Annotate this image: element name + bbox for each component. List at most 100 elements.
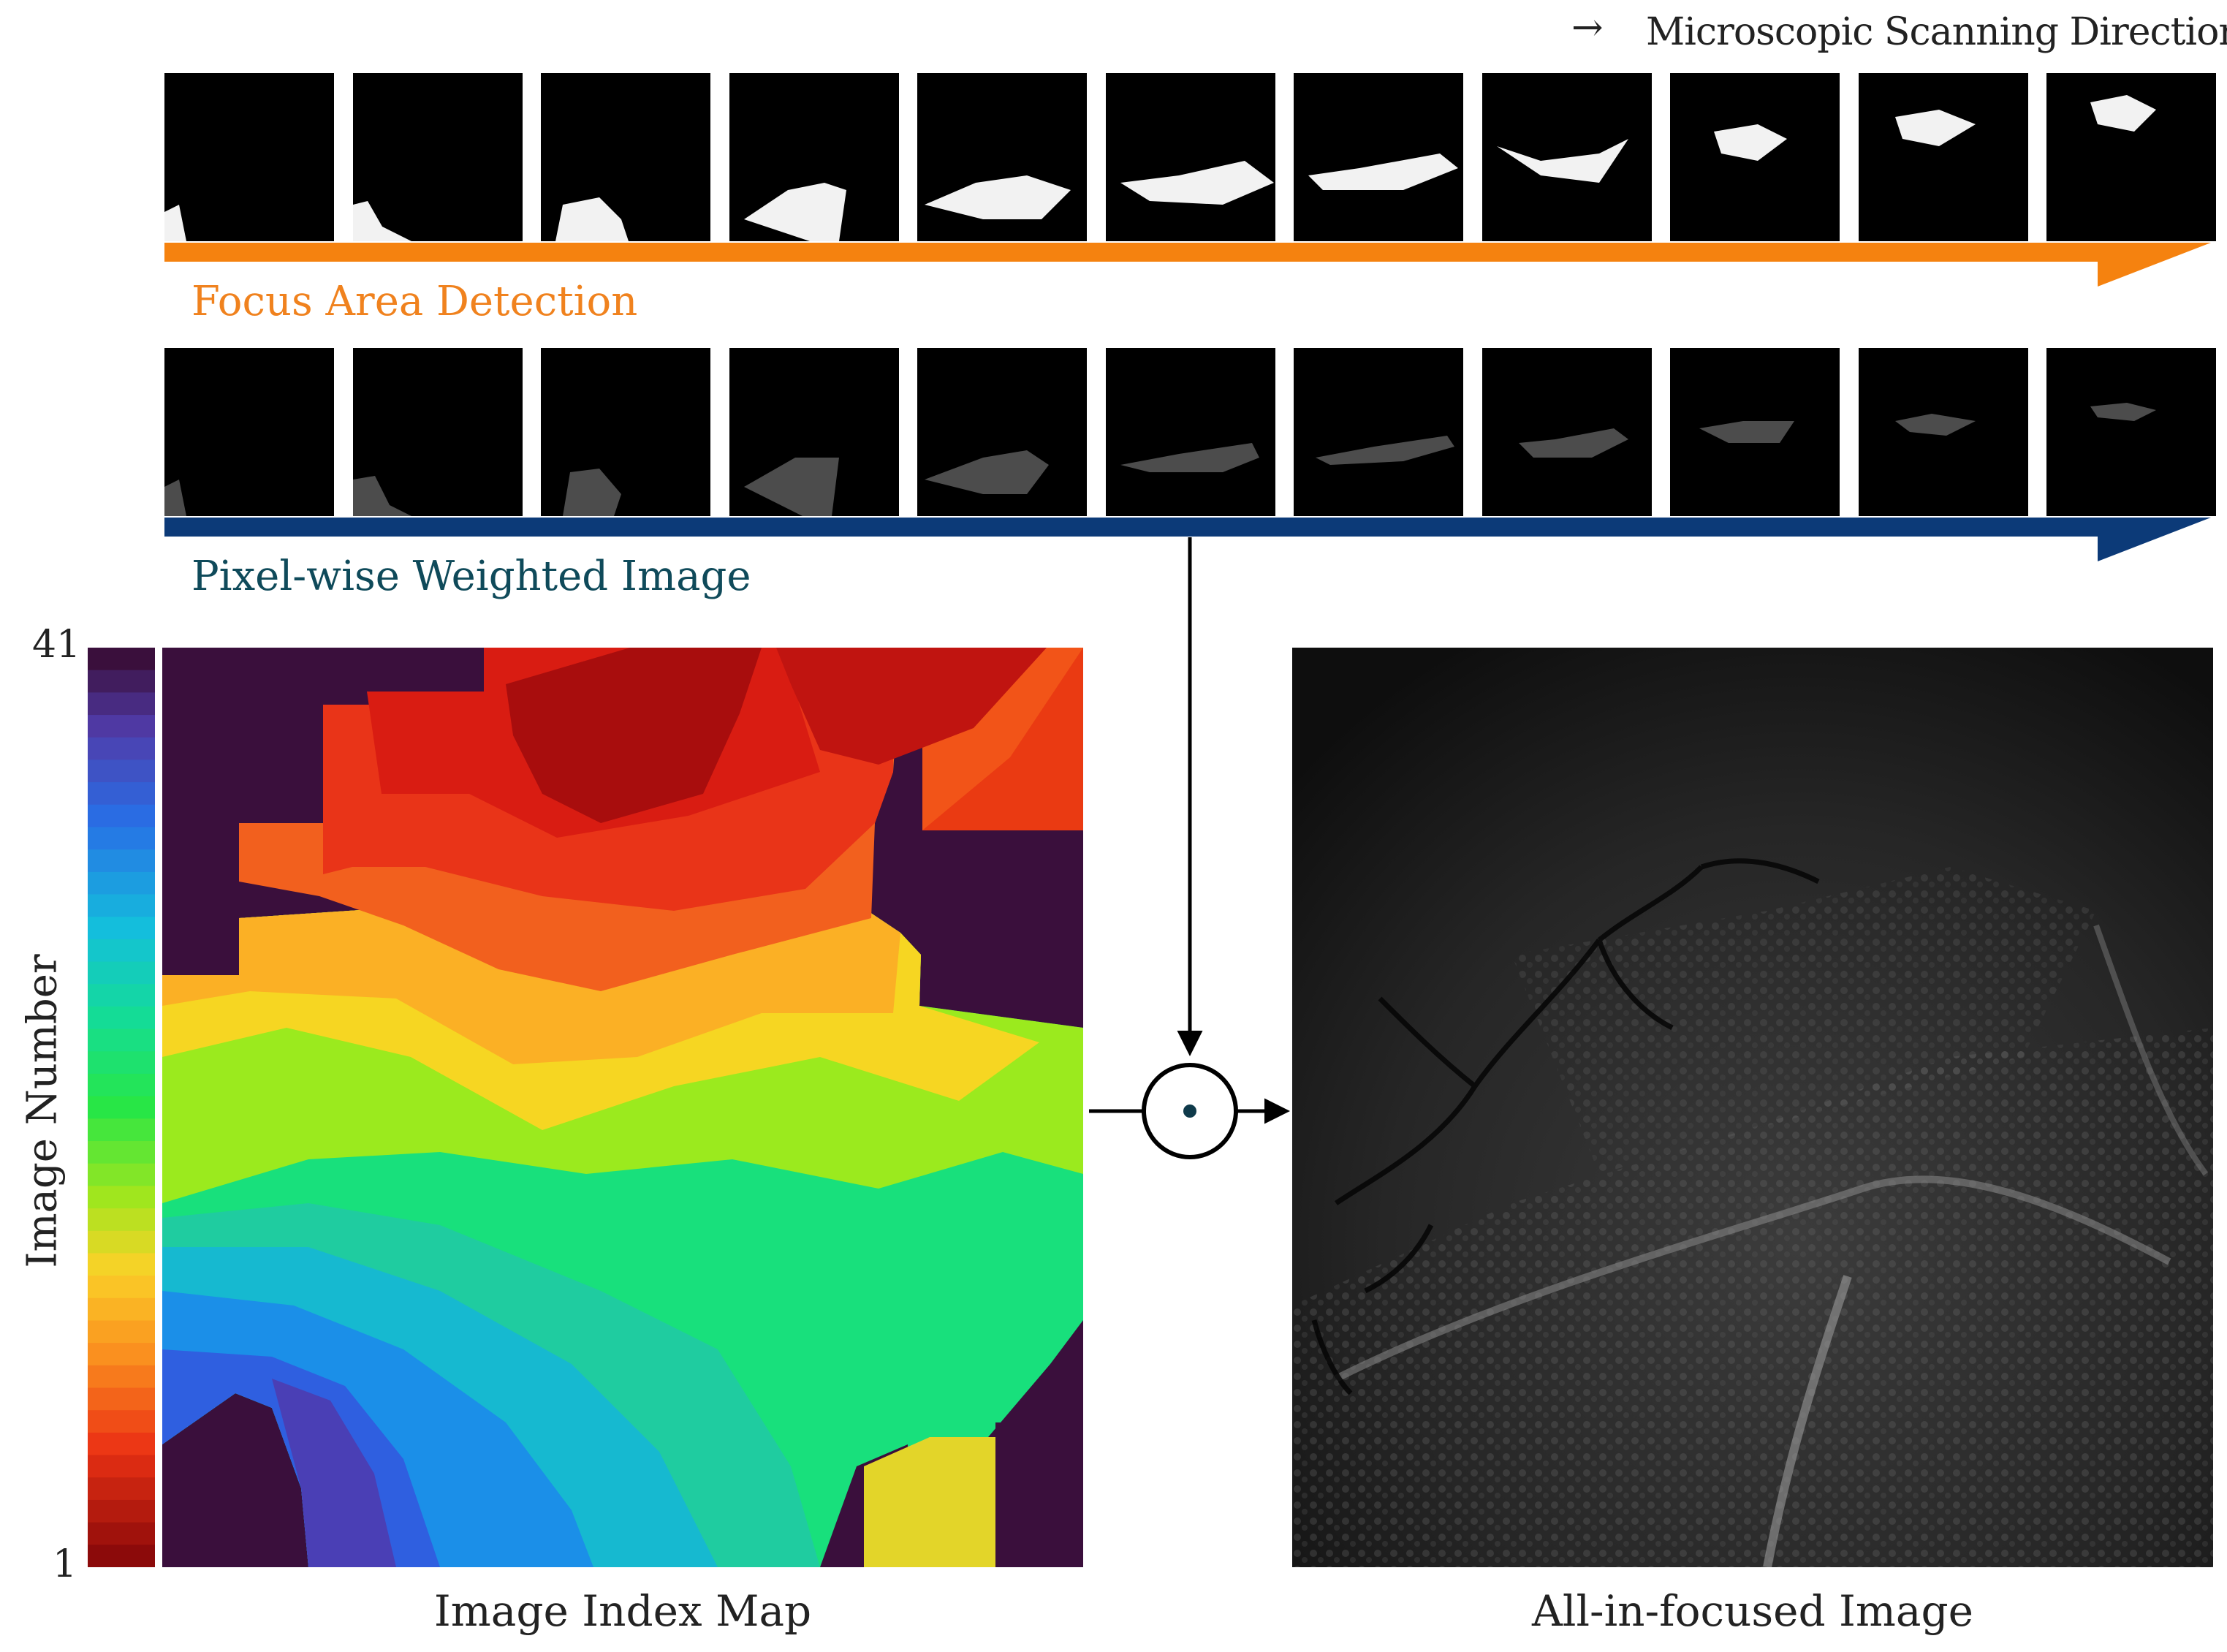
focus-area-tile — [352, 73, 523, 241]
colorbar-band — [88, 648, 155, 671]
colorbar-band — [88, 827, 155, 851]
colorbar-band — [88, 1320, 155, 1344]
weighted-image-tile — [541, 348, 710, 516]
colorbar-band — [88, 782, 155, 806]
weighted-image-tile — [164, 348, 334, 516]
colorbar-band — [88, 1276, 155, 1299]
colorbar-band — [88, 894, 155, 918]
weighted-image-tile — [1670, 348, 1840, 516]
weighted-image-blob — [1699, 421, 1794, 443]
weighted-image-blob — [1894, 414, 1976, 436]
focus-area-blob — [1496, 139, 1628, 183]
focus-area-label: Focus Area Detection — [191, 278, 638, 325]
colorbar-band — [88, 961, 155, 985]
focus-area-blob — [555, 197, 629, 241]
focus-area-tile — [1481, 73, 1652, 241]
focus-area-blob — [2090, 95, 2156, 132]
colorbar-band — [88, 1477, 155, 1501]
weighted-image-blob — [743, 458, 839, 516]
weighted-image-tile — [917, 348, 1087, 516]
image-index-map-label: Image Index Map — [433, 1586, 812, 1636]
colorbar-band — [88, 1073, 155, 1097]
weighted-image-tile — [1294, 348, 1463, 516]
weighted-image-label: Pixel-wise Weighted Image — [191, 553, 751, 600]
focus-area-tile — [2046, 73, 2216, 241]
weighted-image-blob — [164, 480, 186, 516]
focus-area-strip — [164, 73, 2216, 289]
scan-direction-arrow: → — [1571, 6, 1604, 50]
colorbar-band — [88, 1141, 155, 1164]
colorbar-band — [88, 759, 155, 784]
weighted-image-tile — [2046, 348, 2216, 516]
colorbar-min-tick: 1 — [53, 1542, 77, 1586]
colorbar-band — [88, 804, 155, 828]
focus-area-blob — [743, 183, 846, 241]
weighted-image-tile — [1858, 348, 2028, 516]
colorbar — [88, 648, 155, 1567]
colorbar-band — [88, 1253, 155, 1277]
colorbar-band — [88, 1387, 155, 1412]
weighted-image-tile — [1481, 348, 1652, 516]
focus-area-blob — [1308, 154, 1458, 190]
weighted-image-blob — [1316, 436, 1454, 465]
colorbar-band — [88, 1163, 155, 1187]
colorbar-band — [88, 1343, 155, 1366]
focus-area-tile — [1858, 73, 2028, 241]
focus-area-blob — [164, 205, 186, 241]
focus-area-tile — [729, 73, 899, 241]
weighted-image-strip — [164, 348, 2216, 564]
colorbar-band — [88, 1096, 155, 1120]
colorbar-band — [88, 692, 155, 716]
focus-area-blob — [1714, 124, 1787, 161]
colorbar-band — [88, 1455, 155, 1479]
weighted-image-blob — [352, 476, 411, 516]
scan-direction-label: Microscopic Scanning Direction — [1646, 10, 2227, 54]
focus-area-arrow — [164, 243, 2211, 287]
colorbar-band — [88, 871, 155, 895]
weighted-image-blob — [925, 450, 1049, 494]
focus-area-tile — [1105, 73, 1275, 241]
colorbar-band — [88, 1006, 155, 1030]
colorbar-band — [88, 1208, 155, 1232]
all-in-focused-image — [1292, 648, 2213, 1567]
colorbar-band — [88, 715, 155, 738]
weighted-image-arrow — [164, 518, 2211, 561]
colorbar-band — [88, 1499, 155, 1523]
colorbar-band — [88, 1432, 155, 1456]
focus-area-tile — [1294, 73, 1463, 241]
colorbar-band — [88, 939, 155, 963]
image-index-map — [162, 648, 1083, 1567]
colorbar-band — [88, 1545, 155, 1567]
colorbar-band — [88, 1365, 155, 1389]
focus-area-tile — [541, 73, 710, 241]
colorbar-band — [88, 917, 155, 940]
colorbar-band — [88, 1186, 155, 1210]
focus-area-blob — [352, 201, 411, 241]
colorbar-band — [88, 1230, 155, 1254]
colorbar-band — [88, 1410, 155, 1433]
weighted-image-blob — [1120, 443, 1259, 472]
colorbar-band — [88, 1522, 155, 1546]
colorbar-band — [88, 1051, 155, 1075]
colorbar-band — [88, 849, 155, 873]
focus-area-tile — [1670, 73, 1840, 241]
colorbar-band — [88, 1028, 155, 1053]
focus-area-blob — [1894, 110, 1976, 146]
colorbar-band — [88, 1297, 155, 1322]
weighted-image-tile — [1105, 348, 1275, 516]
colorbar-band — [88, 984, 155, 1007]
colorbar-max-tick: 41 — [32, 623, 81, 667]
all-in-focused-image-label: All-in-focused Image — [1532, 1586, 1973, 1636]
weighted-image-blob — [2090, 403, 2156, 421]
elementwise-product-icon — [1142, 1063, 1238, 1159]
colorbar-band — [88, 670, 155, 694]
colorbar-axis-label: Image Number — [18, 954, 67, 1268]
weighted-image-tile — [352, 348, 523, 516]
colorbar-band — [88, 1118, 155, 1143]
weighted-image-blob — [563, 469, 621, 516]
focus-area-tile — [164, 73, 334, 241]
focus-area-blob — [1120, 161, 1274, 205]
weighted-image-blob — [1518, 428, 1628, 458]
colorbar-band — [88, 737, 155, 761]
